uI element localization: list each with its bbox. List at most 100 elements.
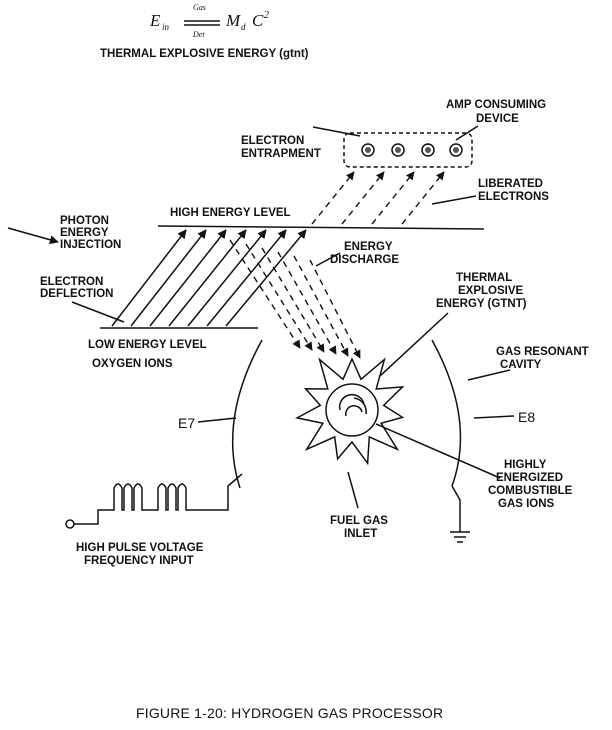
cavity-arc-right	[431, 339, 462, 487]
liberated-arrow-1	[311, 171, 355, 225]
label-pulse-line1: HIGH PULSE VOLTAGE	[76, 542, 204, 554]
equation-exponent: 2	[264, 10, 269, 21]
liberated-arrow-3	[371, 171, 415, 225]
pulse-input-circuit	[65, 473, 243, 529]
discharge-arrow-4	[277, 251, 337, 355]
label-deflection-line2: DEFLECTION	[40, 288, 113, 300]
excitation-arrows	[111, 229, 307, 327]
label-thermal-line3: ENERGY (GTNT)	[436, 298, 527, 310]
label-electron-entrapment: ELECTRON ENTRAPMENT	[241, 135, 321, 160]
liberated-arrow-2	[341, 171, 385, 225]
label-e8: E8	[518, 409, 535, 425]
liberated-electron-arrows	[311, 171, 445, 225]
fuel-inlet-line	[347, 471, 359, 509]
label-liberated-line2: ELECTRONS	[478, 191, 549, 203]
label-thermal-line2: EXPLOSIVE	[458, 285, 524, 297]
electron-core-1	[365, 147, 371, 153]
label-oxygen-ions: OXYGEN IONS	[92, 358, 173, 370]
swirl-3	[353, 397, 367, 415]
discharge-arrow-6	[309, 259, 361, 359]
equation-lhs: E	[149, 11, 161, 30]
liberated-arrow-4	[401, 171, 445, 225]
figure-caption: FIGURE 1-20: HYDROGEN GAS PROCESSOR	[136, 705, 443, 721]
leader-energy-discharge	[315, 252, 341, 267]
pulse-waveform	[74, 473, 243, 525]
excitation-arrow-6	[206, 229, 287, 327]
input-terminal	[65, 519, 75, 529]
equation-mass: M	[225, 11, 241, 30]
label-low-energy-level: LOW ENERGY LEVEL	[88, 339, 207, 351]
swirl-2	[345, 405, 363, 417]
label-photon-line2: ENERGY	[60, 227, 109, 239]
cavity-arc-left	[231, 339, 263, 489]
label-electron-entrapment-line1: ELECTRON	[241, 135, 304, 147]
label-cavity-line2: CAVITY	[500, 359, 542, 371]
electron-circles	[361, 143, 463, 157]
label-e7: E7	[178, 415, 195, 431]
equation-caption: THERMAL EXPLOSIVE ENERGY (gtnt)	[100, 48, 309, 60]
label-deflection-line1: ELECTRON	[40, 276, 103, 288]
leader-gas-cavity	[467, 369, 511, 381]
label-high-energy-level: HIGH ENERGY LEVEL	[170, 207, 291, 219]
equation-over: Gas	[193, 3, 206, 12]
excitation-arrow-5	[187, 229, 267, 327]
label-highly-line2: ENERGIZED	[496, 472, 563, 484]
label-amp-device: AMP CONSUMING DEVICE	[446, 99, 549, 125]
label-energy-discharge: ENERGY DISCHARGE	[330, 241, 399, 266]
label-highly-line4: GAS IONS	[498, 498, 555, 510]
label-gas-cavity: GAS RESONANT CAVITY	[496, 346, 592, 371]
excitation-arrow-4	[168, 229, 247, 327]
equation-c: C	[252, 11, 264, 30]
leader-amp-device	[455, 125, 479, 141]
label-cavity-line1: GAS RESONANT	[496, 346, 589, 358]
equation: E in Gas Det M d C 2	[149, 3, 269, 39]
label-fuel-line2: INLET	[344, 528, 377, 540]
photon-arrow	[7, 227, 59, 245]
label-fuel-gas-inlet: FUEL GAS INLET	[330, 515, 391, 540]
equation-under: Det	[192, 30, 205, 39]
high-energy-level-line	[157, 225, 485, 230]
label-pulse-line2: FREQUENCY INPUT	[84, 555, 194, 567]
excitation-arrow-3	[149, 229, 227, 327]
leader-liberated	[431, 195, 477, 205]
label-photon-line1: PHOTON	[60, 215, 109, 227]
leader-electron-deflection	[71, 301, 125, 323]
label-highly-energized: HIGHLY ENERGIZED COMBUSTIBLE GAS IONS	[488, 459, 576, 510]
label-highly-line1: HIGHLY	[504, 459, 547, 471]
label-amp-device-line1: AMP CONSUMING	[446, 99, 546, 111]
entrapment-rect	[343, 132, 473, 168]
label-discharge-line2: DISCHARGE	[330, 254, 399, 266]
equation-mass-sub: d	[241, 22, 246, 32]
ground-symbol	[450, 485, 470, 543]
excitation-arrow-2	[130, 229, 207, 327]
label-fuel-line1: FUEL GAS	[330, 515, 388, 527]
label-liberated-line1: LIBERATED	[478, 178, 543, 190]
energy-discharge-arrows	[229, 239, 361, 359]
leader-e7	[197, 417, 237, 423]
leader-e8	[473, 415, 515, 419]
leader-highly-energized	[375, 423, 501, 479]
label-electron-deflection: ELECTRON DEFLECTION	[40, 276, 113, 300]
discharge-arrow-2	[245, 243, 313, 351]
label-photon-line3: INJECTION	[60, 239, 121, 251]
leader-electron-entrapment	[312, 126, 361, 137]
label-high-pulse-voltage: HIGH PULSE VOLTAGE FREQUENCY INPUT	[76, 542, 207, 567]
label-amp-device-line2: DEVICE	[476, 113, 519, 125]
leader-thermal	[379, 312, 449, 377]
electron-core-3	[425, 147, 431, 153]
excitation-arrow-7	[225, 229, 307, 327]
electron-entrapment-box	[343, 132, 473, 168]
combustion-circle	[325, 383, 379, 437]
discharge-arrow-5	[293, 255, 349, 357]
ground-wire	[451, 485, 461, 532]
electron-core-4	[453, 147, 459, 153]
swirl-1	[338, 393, 365, 411]
label-thermal-line1: THERMAL	[456, 272, 512, 284]
label-photon-injection: PHOTON ENERGY INJECTION	[60, 215, 121, 251]
equation-lhs-sub: in	[162, 22, 170, 32]
label-electron-entrapment-line2: ENTRAPMENT	[241, 148, 321, 160]
discharge-arrow-3	[261, 247, 325, 353]
label-highly-line3: COMBUSTIBLE	[488, 485, 573, 497]
